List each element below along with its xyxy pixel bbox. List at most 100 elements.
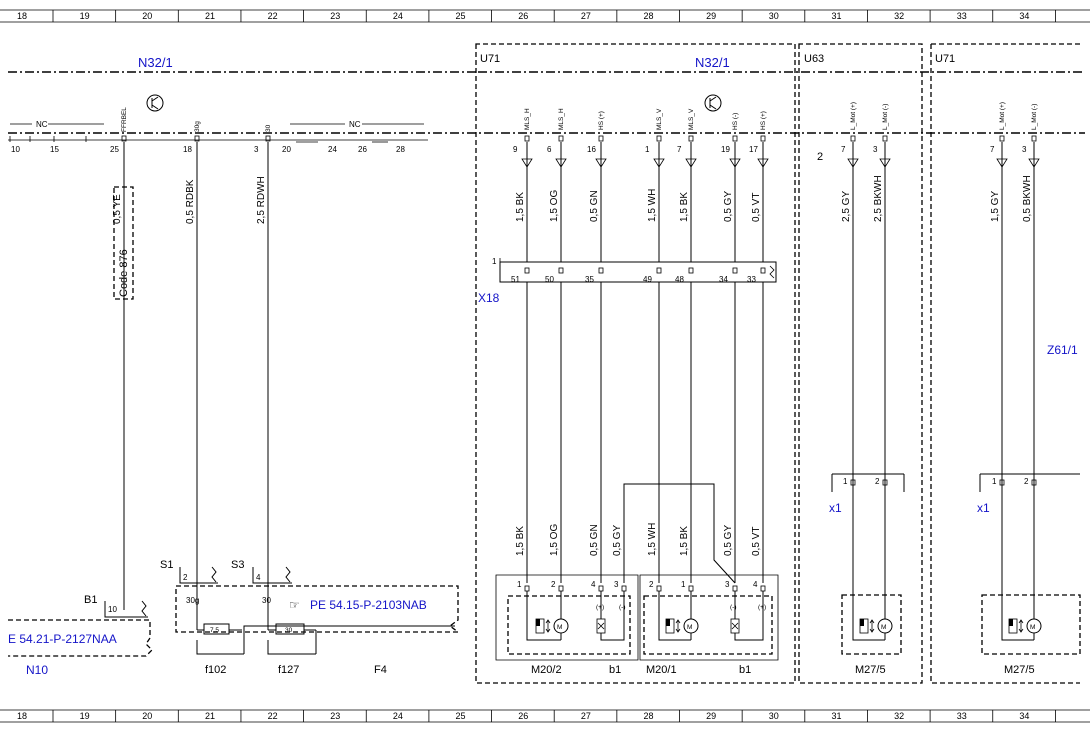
- ruler-number: 33: [957, 711, 967, 721]
- connector-left: NC NC: [10, 120, 424, 129]
- connector-pin: 24: [328, 145, 337, 154]
- module-u71-left: U71: [480, 53, 500, 65]
- pin-number: 2: [1024, 477, 1029, 486]
- svg-text:x1: x1: [829, 501, 842, 515]
- ruler-number: 27: [581, 711, 591, 721]
- hand-pointer-icon: ☞: [289, 598, 300, 612]
- svg-text:S3: S3: [231, 559, 244, 571]
- pin-number: 4: [591, 580, 596, 589]
- pin-number: 51: [511, 275, 520, 284]
- wire: [623, 483, 736, 584]
- ref-pe-54-15: PE 54.15-P-2103NAB: [310, 598, 427, 612]
- motor-icon: M: [665, 618, 699, 634]
- ruler-number: 26: [518, 11, 528, 21]
- ref-e-54-21: E 54.21-P-2127NAA: [8, 632, 117, 646]
- sensor-label: b1: [739, 664, 751, 676]
- pin-number: 33: [747, 275, 756, 284]
- pin-number: 28: [396, 145, 405, 154]
- ruler-number: 29: [706, 11, 716, 21]
- ground-arrow: [685, 158, 697, 168]
- ruler-number: 26: [518, 711, 528, 721]
- code-option-box: Code 876: [113, 186, 134, 300]
- ground-arrow: [521, 158, 533, 168]
- polarity-label: (-): [619, 604, 626, 611]
- pin-number: 10: [11, 145, 20, 154]
- module-z61: Z61/1: [1047, 343, 1078, 357]
- wire-label: 1,5 GY: [990, 191, 1001, 222]
- pin-signal: HS (+): [598, 111, 605, 130]
- connector-pin: HS (+)17: [749, 111, 767, 154]
- pin-number: 20: [282, 145, 291, 154]
- ruler-number: 23: [330, 711, 340, 721]
- svg-text:M: M: [557, 624, 562, 631]
- wire-label: 2,5 GY: [841, 191, 852, 222]
- connector-pin: MLS_H6: [547, 108, 565, 154]
- pin-number: 4: [753, 580, 758, 589]
- wire-label: 2,5 RDWH: [256, 176, 267, 224]
- sensor-label: b1: [609, 664, 621, 676]
- ground-arrow: [595, 158, 607, 168]
- ruler-number: 20: [142, 711, 152, 721]
- transistor-icon: [146, 94, 164, 112]
- svg-text:7,5: 7,5: [210, 627, 219, 634]
- motor-label: M27/5: [855, 664, 886, 676]
- connector-pin: 15: [50, 145, 59, 154]
- ruler-number: 25: [456, 711, 466, 721]
- pin-prefix: 2: [817, 151, 823, 163]
- svg-text:x1: x1: [977, 501, 990, 515]
- connector-pin: 28: [396, 145, 405, 154]
- ruler-number: 19: [80, 711, 90, 721]
- connector-pin: MLS_H9: [513, 108, 531, 154]
- fuse-box-f4: F4 30g 30 PE 54.15-P-2103NAB ☞ 7,5 30 f1…: [175, 583, 460, 676]
- ruler-number: 34: [1019, 11, 1029, 21]
- connector-x1-right: x1: [977, 473, 1080, 515]
- wire-label: 0,5 YE: [112, 194, 123, 224]
- svg-text:30: 30: [285, 627, 293, 634]
- pin-number: 3: [614, 580, 619, 589]
- wire-label: 0,5 GY: [723, 191, 734, 222]
- ruler-number: 21: [205, 11, 215, 21]
- wire-label: 0,5 RDBK: [185, 179, 196, 224]
- wire-label: 2,5 BKWH: [873, 175, 884, 222]
- ruler-number: 19: [80, 11, 90, 21]
- ruler-number: 32: [894, 11, 904, 21]
- ruler-number: 21: [205, 711, 215, 721]
- ruler-number: 24: [393, 711, 403, 721]
- ruler-number: 20: [142, 11, 152, 21]
- ruler-number: 22: [268, 11, 278, 21]
- pin-number: 17: [749, 145, 758, 154]
- motor-label: M20/1: [646, 664, 677, 676]
- svg-text:2: 2: [183, 573, 188, 582]
- sensor-b1: B1 10: [84, 594, 148, 618]
- ruler-number: 30: [769, 711, 779, 721]
- pin-signal: L_Mot (-): [882, 104, 889, 130]
- motor-label: M20/2: [531, 664, 562, 676]
- pin-number: 25: [110, 145, 119, 154]
- polarity-label: (+): [758, 604, 766, 611]
- wire-label: 0,5 GY: [723, 525, 734, 556]
- ruler-number: 27: [581, 11, 591, 21]
- pin-signal: MLS_V: [656, 108, 663, 130]
- connector-pin: 20: [282, 145, 291, 154]
- wire-label: 1,5 BK: [679, 192, 690, 222]
- svg-text:4: 4: [256, 573, 261, 582]
- ruler-number: 22: [268, 711, 278, 721]
- wire-label: 1,5 BK: [515, 192, 526, 222]
- ruler-number: 31: [831, 711, 841, 721]
- ruler-number: 28: [643, 11, 653, 21]
- pin-number: 1: [681, 580, 686, 589]
- connector-pin: 303: [254, 124, 272, 154]
- polarity-label: (+): [596, 604, 604, 611]
- svg-text:30g: 30g: [186, 596, 199, 605]
- ground-arrow: [996, 158, 1008, 168]
- pin-number: 1: [517, 580, 522, 589]
- pin-signal: L_Mot (-): [1031, 104, 1038, 130]
- x18-first-pin: 1: [492, 257, 497, 266]
- ruler-number: 34: [1019, 711, 1029, 721]
- ground-arrow: [653, 158, 665, 168]
- wire-label: 0,5 BKWH: [1022, 175, 1033, 222]
